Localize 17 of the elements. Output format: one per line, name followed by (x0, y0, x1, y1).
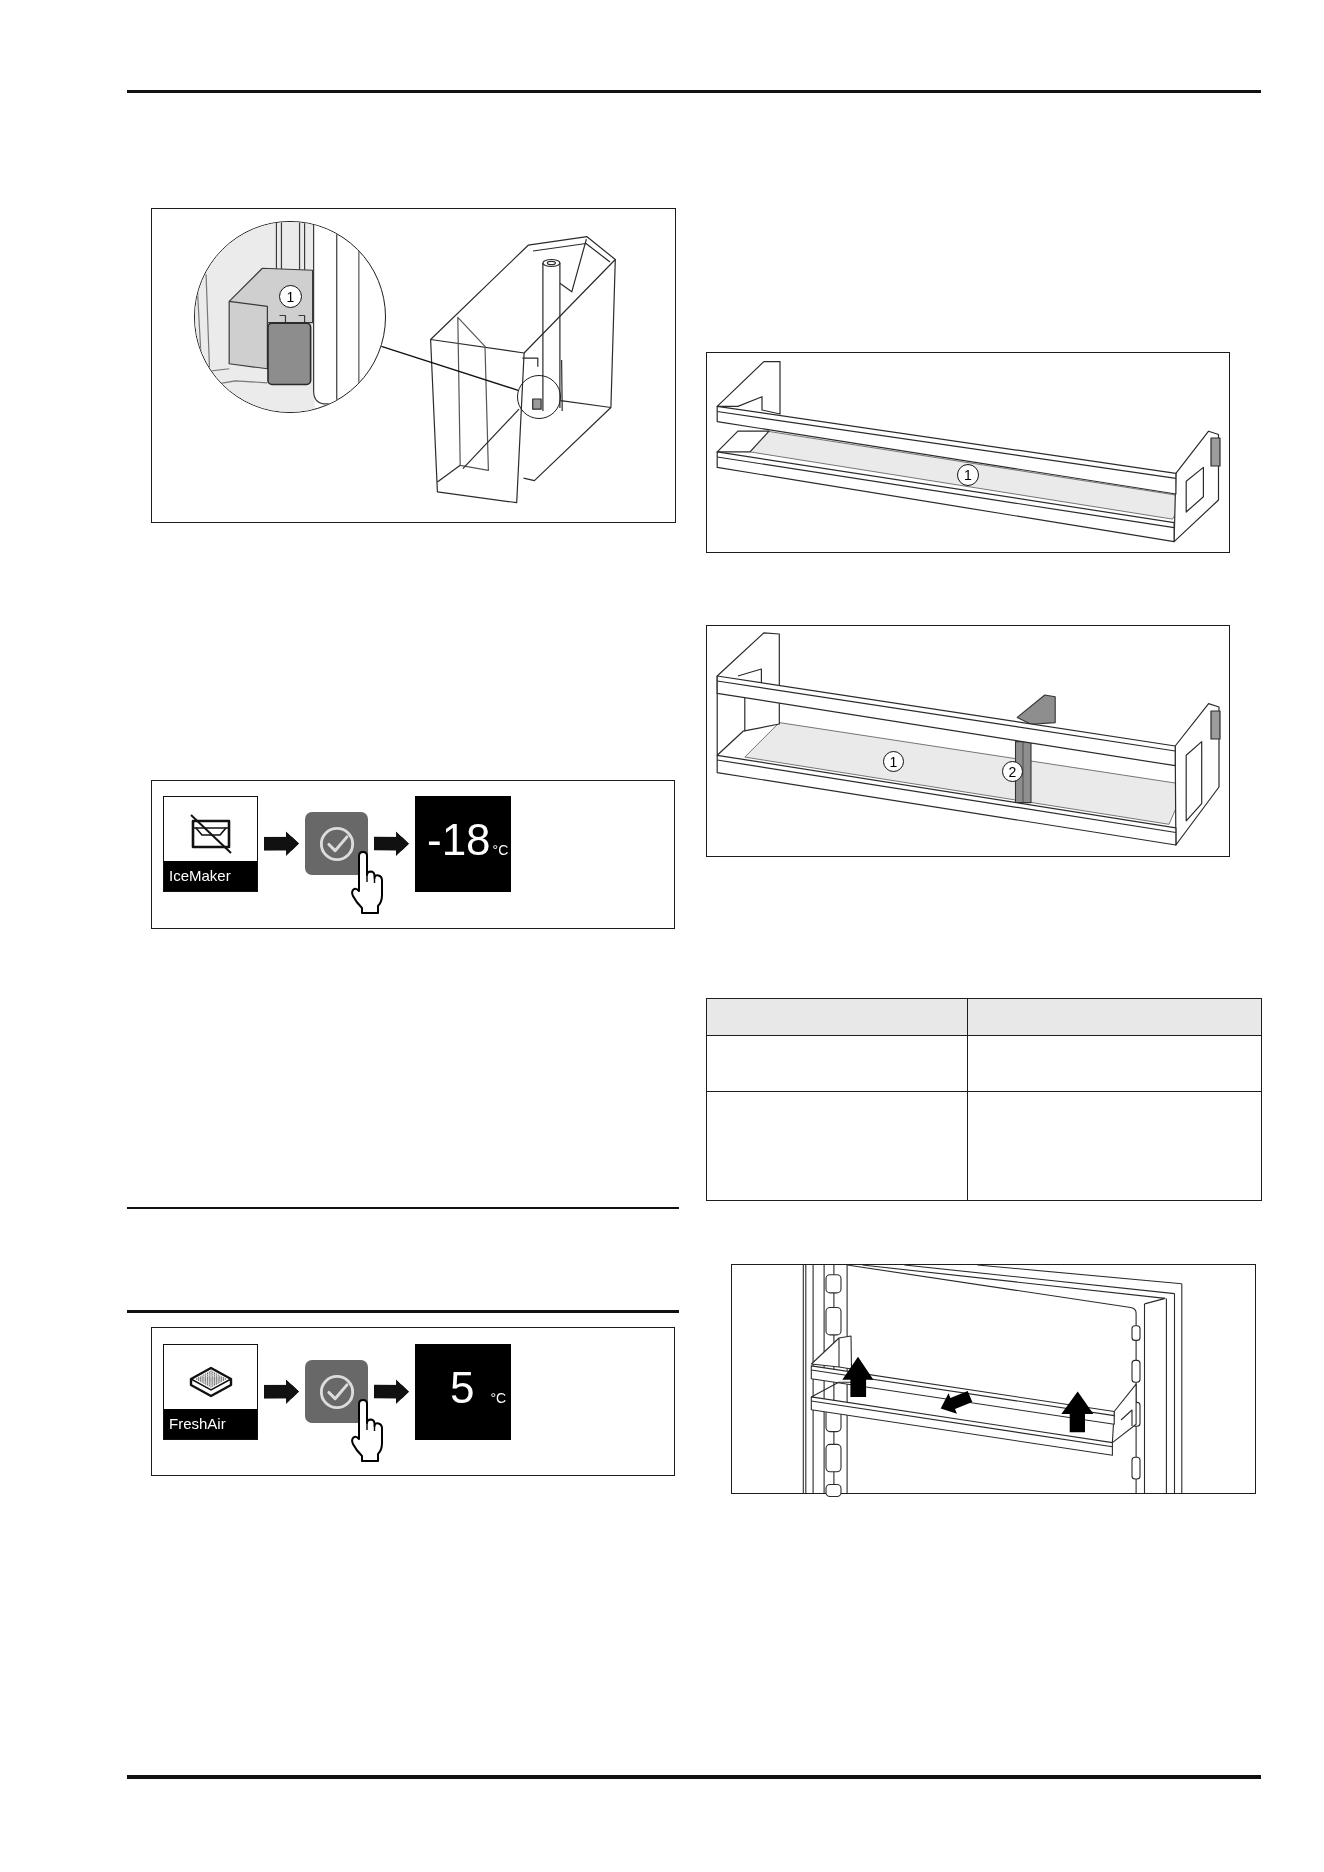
arrow (264, 1379, 299, 1405)
mode-tile (163, 1344, 258, 1440)
temperature-display (415, 1344, 511, 1440)
temperature-unit: °C (492, 843, 509, 857)
temperature-display (415, 796, 511, 892)
arrow (374, 831, 409, 857)
confirm-button (305, 1360, 368, 1423)
temperature-value: 5 (450, 1366, 475, 1410)
mode-tile (163, 796, 258, 892)
mode-label: FreshAir (164, 1409, 257, 1439)
mode-label: IceMaker (164, 861, 257, 891)
temperature-value: -18 (427, 818, 491, 862)
arrow (374, 1379, 409, 1405)
arrow (264, 831, 299, 857)
confirm-button (305, 812, 368, 875)
temperature-unit: °C (490, 1391, 507, 1405)
leader-line (380, 345, 519, 391)
